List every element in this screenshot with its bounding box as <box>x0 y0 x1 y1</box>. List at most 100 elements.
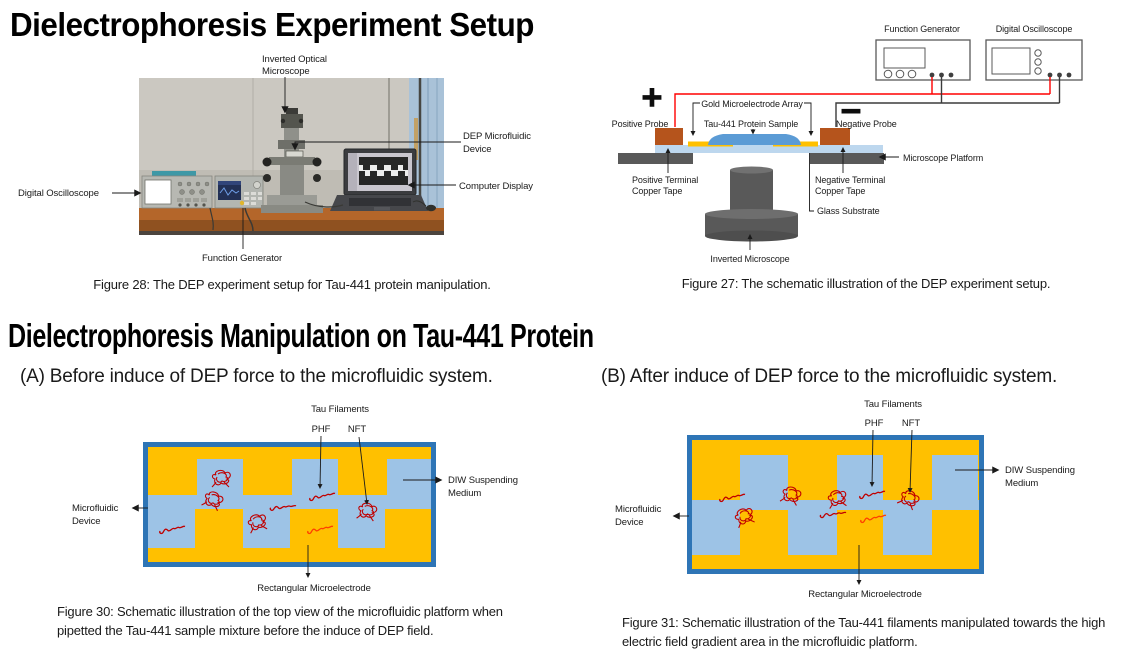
negative-terminal-label: Negative Terminal <box>815 175 885 185</box>
positive-terminal-label-2: Copper Tape <box>632 186 682 196</box>
gold-array-leader-left <box>690 102 700 136</box>
diw-label-2: Medium <box>448 488 481 499</box>
phf-label: PHF <box>865 418 884 429</box>
curtain-stick <box>414 118 418 160</box>
figure-27-annotations: + Positive Probe − Negative Probe Gold M… <box>612 79 984 264</box>
arrow-to-phf <box>869 429 875 487</box>
dep-device-label-2: Device <box>463 144 491 155</box>
arrow-to-nft <box>358 436 369 505</box>
laptop-keyboard <box>349 198 411 206</box>
laptop-touchpad <box>374 207 390 211</box>
table-front <box>139 220 444 231</box>
figure-27-caption: Figure 27: The schematic illustration of… <box>681 276 1051 291</box>
rectangular-microelectrode-label: Rectangular Microelectrode <box>257 583 371 594</box>
dep-device-on-stage <box>285 150 304 158</box>
microscope-photo <box>261 108 323 213</box>
inverted-microscope-label: Inverted Microscope <box>710 254 789 264</box>
diw-label-2: Medium <box>1005 478 1038 489</box>
sample-droplet <box>708 134 801 145</box>
arrow-to-phf <box>317 435 323 489</box>
microscope-platform-label: Microscope Platform <box>903 153 983 163</box>
function-generator-photo <box>214 175 264 209</box>
lab-photo <box>139 78 444 235</box>
mouse-cable <box>412 200 427 207</box>
oscilloscope-screen <box>144 179 172 205</box>
gold-array-leader-right <box>804 102 814 136</box>
positive-probe-label: Positive Probe <box>612 119 669 129</box>
microfluidic-device-after <box>687 435 984 574</box>
cable <box>304 201 344 208</box>
figure-30-caption: Figure 30: Schematic illustration of the… <box>57 604 503 638</box>
negative-wire <box>835 77 1061 127</box>
glass-slide <box>655 145 883 153</box>
subtitle-a: (A) Before induce of DEP force to the mi… <box>20 366 493 387</box>
digital-oscilloscope-label: Digital Oscilloscope <box>996 24 1073 34</box>
oscilloscope-photo <box>141 171 213 209</box>
platform-right <box>810 153 884 164</box>
oscilloscope-display <box>991 47 1031 75</box>
computer-display-label: Computer Display <box>459 181 533 192</box>
microfluidic-device-before <box>143 442 436 567</box>
generator-display <box>883 47 926 69</box>
microfluidic-device-label-2: Device <box>615 517 643 528</box>
arrow-to-dep-device <box>291 141 461 151</box>
inverted-optical-microscope-label: Inverted Optical <box>262 54 327 65</box>
diw-label: DIW Suspending <box>448 475 518 486</box>
negative-terminal-label-2: Copper Tape <box>815 186 865 196</box>
platform-left <box>618 153 693 164</box>
section1-title: Dielectrophoresis Experiment Setup <box>10 6 534 43</box>
positive-terminal-label: Positive Terminal <box>632 175 698 185</box>
bnc-connector <box>239 200 245 206</box>
function-generator-schematic: Function Generator <box>875 24 971 81</box>
cable <box>209 207 214 231</box>
glass-substrate-leader <box>809 153 814 212</box>
figure-27-schematic: Function Generator Digital Oscilloscope <box>612 24 1083 264</box>
cable <box>244 207 254 232</box>
figure-31-caption: Figure 31: Schematic illustration of the… <box>622 615 1106 649</box>
figure-28-photo: Inverted Optical Microscope DEP Microflu… <box>18 54 533 264</box>
positive-wire <box>674 77 1051 127</box>
negative-probe-block <box>820 128 850 145</box>
floor <box>139 231 444 235</box>
nft-label: NFT <box>348 424 366 435</box>
plus-symbol: + <box>640 80 663 113</box>
dep-chip-assembly <box>618 128 884 164</box>
inverted-optical-microscope-label-2: Microscope <box>262 66 310 77</box>
phf-label: PHF <box>312 424 331 435</box>
microfluidic-device-label-2: Device <box>72 516 100 527</box>
subtitle-b: (B) After induce of DEP force to the mic… <box>601 366 1058 387</box>
figure-28-annotations: Inverted Optical Microscope DEP Microflu… <box>18 54 533 264</box>
digital-oscilloscope-schematic: Digital Oscilloscope <box>985 24 1083 81</box>
diw-channel <box>148 459 431 548</box>
gold-array-label: Gold Microelectrode Array <box>701 99 803 109</box>
function-generator-label: Function Generator <box>884 24 960 34</box>
section2-title: Dielectrophoresis Manipulation on Tau-44… <box>8 317 594 354</box>
rectangular-microelectrode-label: Rectangular Microelectrode <box>808 589 922 600</box>
electrode-image-pattern <box>359 165 408 176</box>
mouse <box>426 204 436 212</box>
figure-28-caption: Figure 28: The DEP experiment setup for … <box>93 277 491 292</box>
diw-channel <box>692 455 979 555</box>
laptop-photo <box>330 148 428 211</box>
function-generator-label: Function Generator <box>202 253 282 264</box>
positive-probe-block <box>655 128 683 145</box>
inverted-microscope-drawing <box>705 166 798 242</box>
nft-label: NFT <box>902 418 920 429</box>
arrow-to-nft <box>907 429 913 493</box>
figure-31-schematic: Tau Filaments PHF NFT DIW Suspending Med… <box>615 399 1075 600</box>
negative-probe-label: Negative Probe <box>836 119 897 129</box>
figure-30-annotations: Tau Filaments PHF NFT DIW Suspending Med… <box>72 404 518 594</box>
digital-oscilloscope-label: Digital Oscilloscope <box>18 188 99 199</box>
microfluidic-device-label: Microfluidic <box>615 504 662 515</box>
tau-filaments-label: Tau Filaments <box>311 404 369 415</box>
microfluidic-device-label: Microfluidic <box>72 503 119 514</box>
figure-31-annotations: Tau Filaments PHF NFT DIW Suspending Med… <box>615 399 1075 600</box>
glass-substrate-label: Glass Substrate <box>817 206 880 216</box>
tau-filaments-label: Tau Filaments <box>864 399 922 410</box>
minus-symbol: − <box>839 94 862 127</box>
generator-screen <box>218 181 241 200</box>
dep-device-label: DEP Microfluidic <box>463 131 531 142</box>
diw-label: DIW Suspending <box>1005 465 1075 476</box>
tau-sample-label: Tau-441 Protein Sample <box>704 119 798 129</box>
